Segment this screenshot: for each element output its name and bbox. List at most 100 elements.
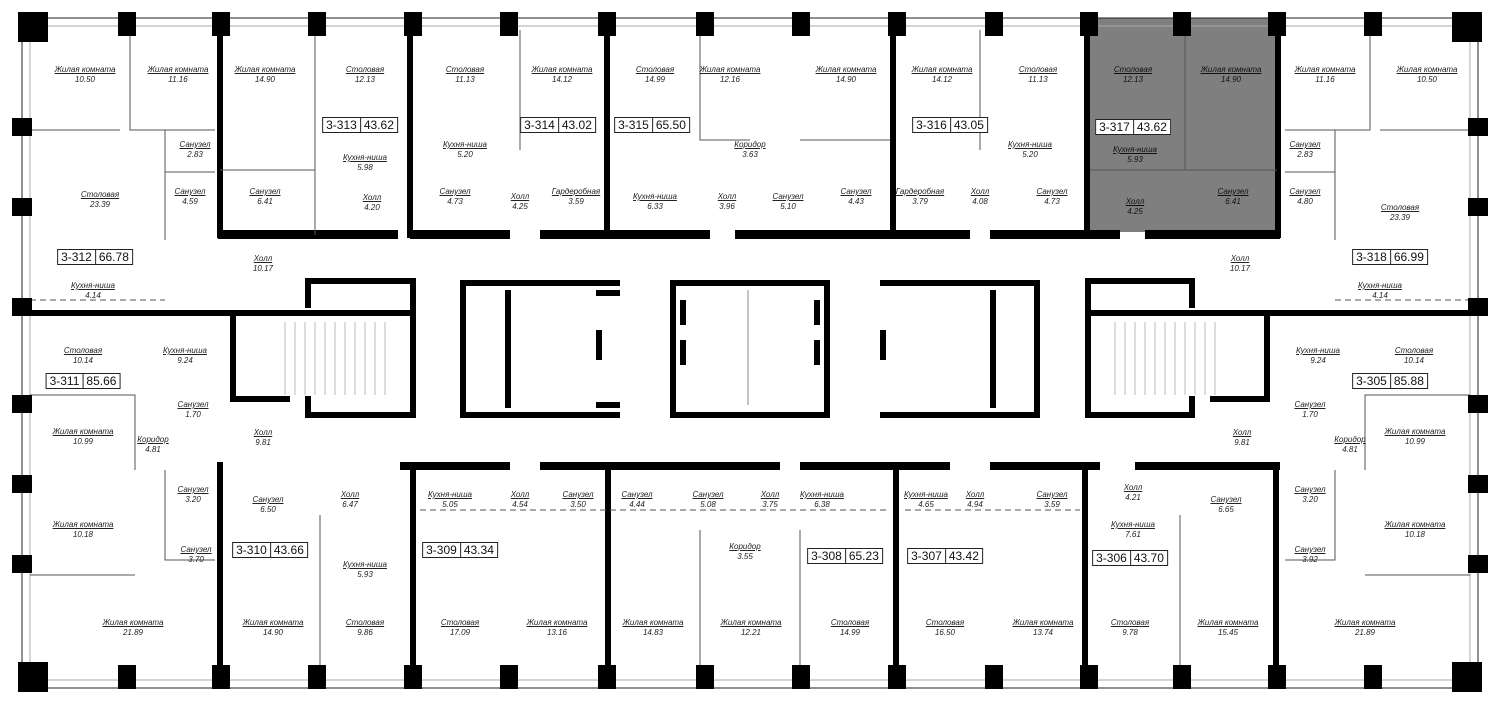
room-area: 3.59 — [568, 197, 584, 206]
room-name: Холл — [253, 428, 273, 437]
room-area: 4.65 — [918, 500, 934, 509]
room-name: Кухня-ниша — [443, 140, 487, 149]
apartment-area: 43.62 — [1136, 120, 1167, 134]
room-name: Кухня-ниша — [1113, 145, 1157, 154]
room-area: 4.25 — [1127, 207, 1143, 216]
room-area: 13.74 — [1032, 628, 1054, 637]
column — [1364, 12, 1382, 36]
room-area: 10.99 — [72, 437, 94, 446]
room-name: Холл — [1125, 197, 1145, 206]
room-name: Санузел — [562, 490, 594, 499]
apartment-number: 3-318 — [1353, 250, 1391, 264]
column — [12, 198, 32, 216]
room-area: 4.08 — [972, 197, 988, 206]
room-area: 10.50 — [74, 75, 96, 84]
room-area: 10.17 — [1229, 264, 1251, 273]
room-area: 4.81 — [1342, 445, 1358, 454]
room-area: 14.90 — [262, 628, 284, 637]
apartment-area: 43.34 — [463, 543, 494, 557]
room-area: 15.45 — [1217, 628, 1239, 637]
room-area: 4.44 — [629, 500, 645, 509]
room-area: 11.16 — [168, 75, 188, 84]
column — [1452, 12, 1482, 42]
room-name: Жилая комната — [52, 427, 114, 436]
column — [118, 12, 136, 36]
room-name: Жилая комната — [1197, 618, 1259, 627]
outer-boundary — [21, 17, 1479, 689]
column — [792, 665, 810, 689]
room-name: Столовая — [1018, 65, 1058, 74]
room-area: 5.08 — [700, 500, 716, 509]
room-name: Жилая комната — [1384, 427, 1446, 436]
column — [12, 395, 32, 413]
room-name: Холл — [362, 193, 382, 202]
column — [1173, 12, 1191, 36]
room-area: 10.17 — [252, 264, 274, 273]
room-area: 13.16 — [546, 628, 568, 637]
apartment-number: 3-308 — [808, 549, 846, 563]
room-name: Санузел — [174, 187, 206, 196]
room-area: 3.96 — [719, 202, 735, 211]
column — [118, 665, 136, 689]
room-area: 5.05 — [442, 500, 458, 509]
room-name: Жилая комната — [1384, 520, 1446, 529]
room-area: 3.59 — [1044, 500, 1060, 509]
room-area: 4.80 — [1297, 197, 1313, 206]
room-name: Столовая — [345, 65, 385, 74]
apartment-area: 43.42 — [948, 549, 979, 563]
thick-walls — [22, 18, 1478, 688]
column — [696, 12, 714, 36]
room-area: 5.93 — [357, 570, 373, 579]
room-area: 6.50 — [260, 505, 276, 514]
room-area: 1.70 — [1302, 410, 1318, 419]
column — [212, 12, 230, 36]
room-area: 2.83 — [187, 150, 203, 159]
room-area: 14.90 — [1220, 75, 1242, 84]
room-name: Жилая комната — [526, 618, 588, 627]
room-name: Кухня-ниша — [71, 281, 115, 290]
column — [500, 665, 518, 689]
column — [18, 12, 48, 42]
room-area: 14.99 — [644, 75, 666, 84]
room-area: 4.81 — [145, 445, 161, 454]
room-area: 14.90 — [254, 75, 276, 84]
